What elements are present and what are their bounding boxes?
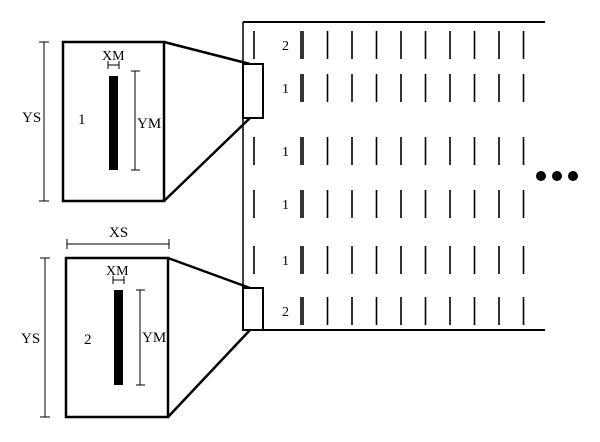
- row-label: 2: [282, 39, 289, 54]
- row-labels: 2 1 1 1 1 2: [282, 39, 289, 320]
- highlight-cell-bottom: [242, 287, 264, 331]
- ym-label-2: YM: [142, 330, 166, 346]
- continuation-dot: [552, 171, 562, 181]
- zoom-line-bottom-lower: [167, 329, 251, 418]
- ys-label-1: YS: [22, 110, 41, 126]
- cell-number-1: 1: [78, 112, 86, 128]
- row-label: 1: [282, 82, 289, 97]
- zoom-cell-2: XS YS XM YM 2: [21, 225, 251, 419]
- ys-label-2: YS: [21, 331, 40, 347]
- xs-label: XS: [109, 225, 128, 241]
- row-label: 1: [282, 198, 289, 213]
- xm-label-1: XM: [102, 49, 125, 64]
- xm-label-2: XM: [106, 264, 129, 279]
- continuation-dot: [536, 171, 546, 181]
- electrode-bar-1: [109, 76, 118, 170]
- ym-label-1: YM: [137, 116, 161, 132]
- array-grid: 2 1 1 1 1 2: [242, 21, 545, 331]
- zoom-line-top-upper: [163, 40, 251, 66]
- row-label: 2: [282, 305, 289, 320]
- zoom-cell-1: YS XM YM 1: [22, 40, 251, 203]
- zoom-line-bottom-upper: [167, 256, 251, 290]
- highlight-cell-top: [242, 63, 264, 119]
- dashed-columns: [253, 31, 525, 325]
- cell-number-2: 2: [84, 332, 92, 348]
- electrode-bar-2: [114, 290, 123, 385]
- zoom-line-top-lower: [163, 117, 251, 202]
- continuation-dots: [536, 171, 578, 181]
- continuation-dot: [568, 171, 578, 181]
- row-label: 1: [282, 145, 289, 160]
- row-label: 1: [282, 254, 289, 269]
